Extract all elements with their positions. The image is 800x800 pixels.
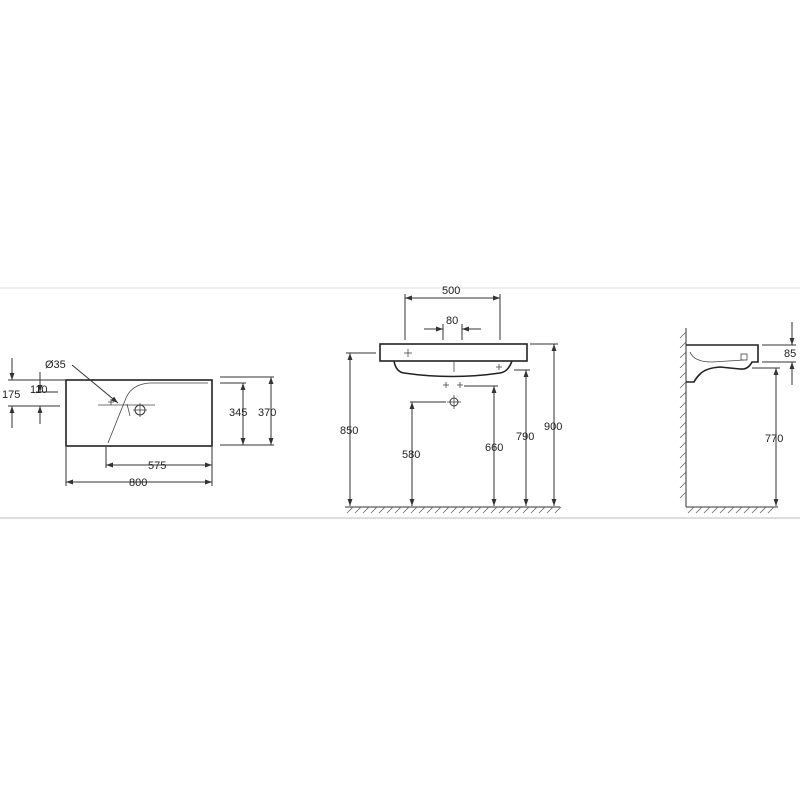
waste-outlet-icon	[447, 395, 461, 409]
floor-hatching-side	[687, 506, 775, 514]
bowl-contour-top	[107, 382, 208, 444]
label-790: 790	[516, 431, 534, 443]
label-660: 660	[485, 442, 503, 454]
label-175: 175	[2, 389, 20, 401]
small-hole-mark	[108, 399, 114, 405]
label-850: 850	[340, 425, 358, 437]
basin-profile-side	[686, 344, 759, 383]
leader-d35	[71, 364, 119, 404]
small-cross-mark-front	[496, 364, 502, 370]
overflow-slot	[740, 353, 748, 361]
label-80: 80	[446, 315, 458, 327]
label-345: 345	[229, 407, 247, 419]
label-580: 580	[402, 449, 420, 461]
front-view: 500 80 850 580 660 790 900	[340, 285, 562, 514]
side-view: 85 770	[679, 322, 796, 514]
basin-underside-front	[393, 360, 513, 378]
basin-outline-front	[379, 343, 528, 362]
wall-hatching	[679, 331, 687, 499]
supply-cross-mark	[443, 382, 463, 388]
secondary-hole-mark	[126, 403, 131, 417]
label-800: 800	[129, 477, 147, 489]
label-370: 370	[258, 407, 276, 419]
label-d35: Ø35	[45, 359, 66, 371]
basin-inner-profile	[689, 351, 745, 363]
tap-hole-icon	[133, 403, 147, 417]
label-110: 110	[30, 384, 48, 396]
label-500: 500	[442, 285, 460, 297]
label-85: 85	[784, 348, 796, 360]
label-575: 575	[148, 460, 166, 472]
basin-outline-top	[65, 379, 213, 447]
floor-hatching-front	[346, 506, 562, 514]
label-770: 770	[765, 433, 783, 445]
tap-hole-icon-front	[404, 349, 412, 357]
top-view: Ø35 175 110 345 370 575 800	[2, 358, 276, 489]
label-900: 900	[544, 421, 562, 433]
